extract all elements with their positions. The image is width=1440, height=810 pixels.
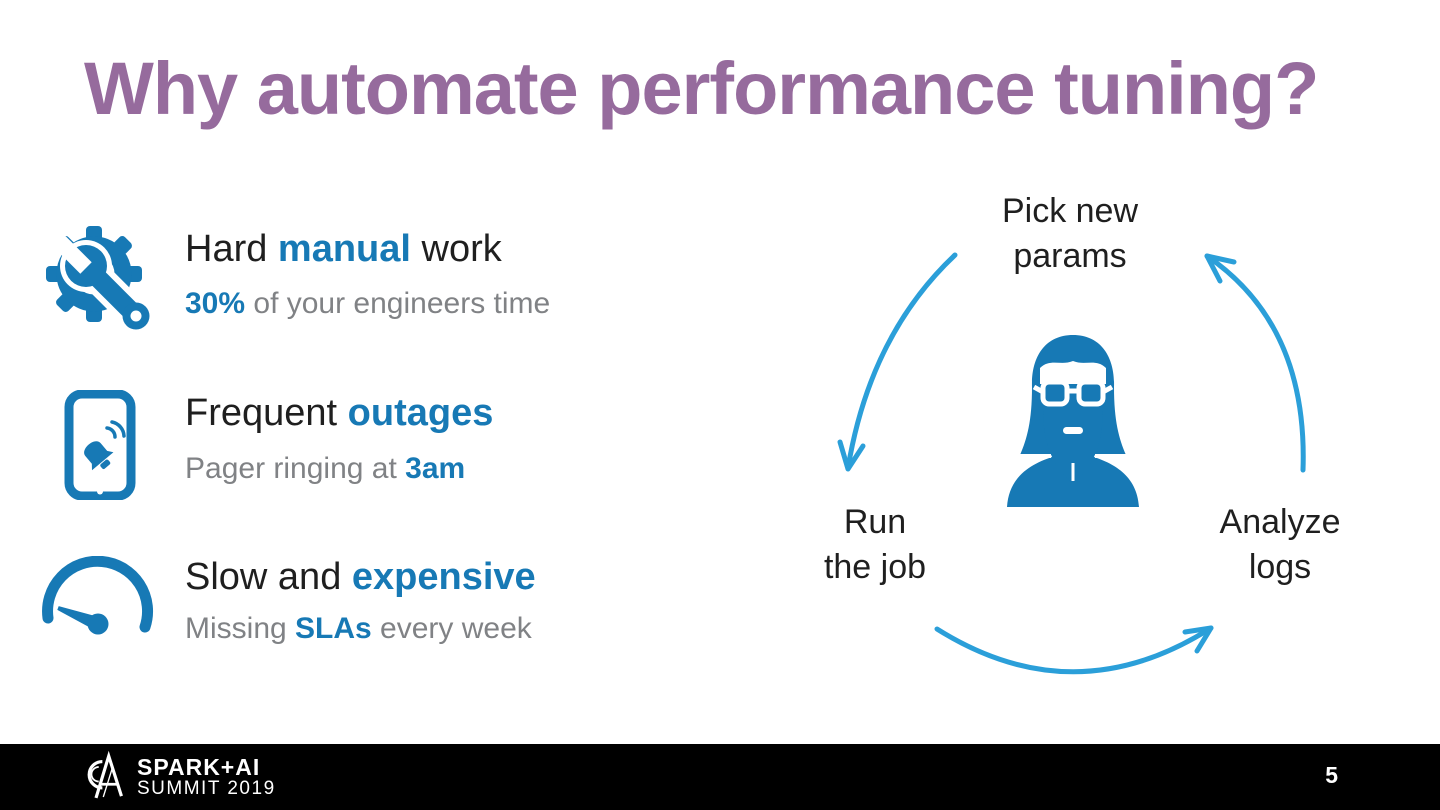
- sub-accent: SLAs: [295, 612, 372, 645]
- heading-text: Frequent: [185, 392, 348, 434]
- cycle-step-line: Analyze: [1219, 503, 1341, 541]
- cycle-step-line: params: [1013, 237, 1127, 275]
- pager-phone-icon: [62, 389, 138, 505]
- bullet-sub-slas: Missing SLAs every week: [185, 612, 532, 646]
- bullet-heading-expensive: Slow and expensive: [185, 556, 536, 599]
- heading-text: Slow and: [185, 556, 352, 598]
- cycle-arrows: [837, 252, 1306, 675]
- sub-accent: 3am: [405, 452, 466, 485]
- speedometer-icon: [40, 555, 162, 661]
- cycle-step-pick-new-params: Pick new params: [920, 189, 1220, 279]
- engineer-person-icon: [1001, 335, 1145, 512]
- logo-text: SPARK+AI SUMMIT 2019: [137, 755, 276, 799]
- bullet-sub-engineers-time: 30% of your engineers time: [185, 287, 550, 321]
- spark-ai-summit-logo: SPARK+AI SUMMIT 2019: [66, 750, 276, 804]
- page-title: Why automate performance tuning?: [84, 47, 1319, 130]
- gear-wrench-icon: [46, 224, 158, 341]
- sub-accent: 30%: [185, 287, 246, 320]
- sub-text: Pager ringing at: [185, 452, 406, 485]
- bullet-heading-outages: Frequent outages: [185, 392, 493, 435]
- bullet-sub-pager: Pager ringing at 3am: [185, 452, 465, 486]
- heading-accent: manual: [277, 228, 411, 270]
- cycle-step-line: Pick new: [1001, 192, 1139, 230]
- tuning-cycle-diagram: Pick new params: [800, 185, 1360, 700]
- cycle-step-analyze-logs: Analyze logs: [1180, 500, 1380, 590]
- cycle-step-line: the job: [823, 548, 927, 586]
- footer-bar: SPARK+AI SUMMIT 2019 5: [0, 744, 1440, 810]
- spark-summit-logo-mark-icon: [87, 750, 123, 799]
- sub-text: every week: [371, 612, 532, 645]
- page-number: 5: [1325, 762, 1338, 788]
- sub-text: Missing: [185, 612, 296, 645]
- bullet-heading-manual-work: Hard manual work: [185, 228, 502, 271]
- logo-title: SPARK+AI: [137, 753, 261, 780]
- heading-accent: expensive: [351, 556, 536, 598]
- heading-text: Hard: [185, 228, 278, 270]
- heading-accent: outages: [347, 392, 494, 434]
- logo-subtitle: SUMMIT 2019: [137, 778, 276, 800]
- cycle-step-run-the-job: Run the job: [775, 500, 975, 590]
- sub-text: of your engineers time: [245, 287, 551, 320]
- cycle-step-line: Run: [843, 503, 907, 541]
- heading-text: work: [410, 228, 502, 270]
- cycle-step-line: logs: [1248, 548, 1312, 586]
